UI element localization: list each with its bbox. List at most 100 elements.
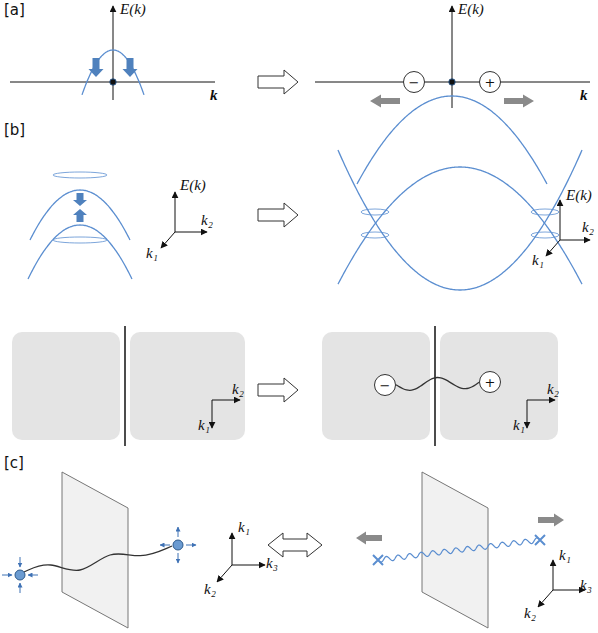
motion-arrow	[356, 532, 382, 545]
axis-label: k₃	[580, 578, 592, 593]
energy-contour	[53, 237, 107, 243]
motion-arrow	[370, 95, 400, 108]
equivalence-arrow	[268, 533, 322, 557]
charge-sign: +	[485, 376, 496, 389]
axis-arrow	[186, 545, 196, 546]
shift-arrow	[73, 193, 87, 206]
axis-arrow	[538, 590, 553, 607]
axis-arrow	[178, 553, 179, 563]
energy-contour	[531, 209, 559, 215]
flux-line	[24, 546, 172, 572]
axis-arrow	[113, 6, 114, 100]
axis-label: E(k)	[180, 178, 206, 193]
energy-contour	[361, 209, 389, 215]
charge-sign: −	[409, 76, 420, 89]
motion-arrow	[504, 95, 534, 108]
axis-label: k₂	[547, 382, 559, 397]
charge-circle: −	[374, 374, 396, 396]
axis-arrow	[178, 527, 179, 537]
brillouin-zone	[130, 332, 245, 440]
charge-circle: +	[479, 71, 501, 93]
surface-plane	[422, 472, 488, 628]
motion-arrow	[538, 514, 564, 527]
axis-arrow	[452, 6, 453, 108]
origin-dot	[110, 79, 116, 85]
energy-contour	[53, 172, 107, 178]
axis-arrow	[560, 240, 590, 241]
conduction-band	[30, 190, 130, 240]
axis-arrow	[20, 583, 21, 593]
axis-arrow	[175, 232, 207, 233]
axis-arrow	[217, 565, 232, 582]
wavy-connector	[396, 377, 479, 390]
axis-label: k₁	[198, 418, 210, 433]
charge-sign: −	[380, 379, 391, 392]
node-cross	[535, 535, 545, 545]
panel-label: [a]	[4, 3, 25, 18]
axis-label: k₁	[532, 253, 544, 268]
axis-label: k₂	[582, 220, 594, 235]
axis-arrow	[553, 560, 554, 590]
axis-label: E(k)	[458, 2, 484, 17]
axis-label: k₂	[201, 213, 213, 228]
transition-arrow	[258, 378, 298, 402]
axis-label: k₁	[513, 418, 525, 433]
monopole-sink	[15, 570, 25, 580]
transition-arrow	[258, 70, 298, 94]
axis-label: k₂	[232, 382, 244, 397]
monopole-source	[173, 540, 183, 550]
axis-arrow	[2, 575, 12, 576]
axis-label: k	[580, 88, 588, 103]
axis-label: k₁	[559, 548, 571, 563]
axis-arrow	[20, 557, 21, 567]
energy-contour	[361, 232, 389, 238]
band-curve	[82, 50, 144, 95]
axis-arrow	[212, 400, 213, 428]
vortex-line	[378, 538, 540, 562]
brillouin-zone	[322, 332, 430, 440]
charge-circle: +	[479, 371, 501, 393]
axis-arrow	[212, 400, 240, 401]
shift-arrow	[123, 58, 138, 77]
axis-arrow	[175, 192, 176, 232]
brillouin-zone	[440, 332, 558, 440]
axis-arrow	[28, 575, 38, 576]
zone-boundary	[124, 326, 126, 446]
charge-sign: +	[485, 76, 496, 89]
shift-arrow	[89, 58, 104, 77]
surface-plane	[62, 472, 128, 628]
panel-label: [c]	[4, 456, 24, 471]
valence-band	[28, 225, 132, 279]
axis-label: E(k)	[120, 2, 146, 17]
band-curve	[338, 150, 582, 290]
axis-label: k	[210, 88, 218, 103]
band-curve	[338, 167, 582, 284]
brillouin-zone	[12, 332, 120, 440]
axis-arrow	[161, 232, 175, 248]
axis-label: k₃	[266, 556, 278, 571]
axis-label: k₂	[524, 606, 536, 621]
transition-arrow	[258, 203, 298, 227]
panel-label: [b]	[4, 123, 25, 138]
charge-circle: −	[403, 71, 425, 93]
band-curve	[357, 96, 547, 184]
axis-arrow	[232, 565, 265, 566]
axis-label: k₁	[238, 520, 250, 535]
energy-contour	[531, 232, 559, 238]
axis-arrow	[232, 533, 233, 565]
axis-label: k₂	[204, 582, 216, 597]
axis-arrow	[527, 400, 555, 401]
axis-label: E(k)	[566, 188, 592, 203]
axis-arrow	[546, 240, 560, 256]
axis-arrow	[527, 400, 528, 428]
axis-arrow	[160, 545, 170, 546]
origin-dot	[449, 79, 455, 85]
axis-arrow	[560, 200, 561, 240]
node-cross	[373, 555, 383, 565]
axis-label: k₁	[146, 246, 158, 261]
zone-boundary	[434, 326, 436, 446]
shift-arrow	[73, 209, 87, 222]
